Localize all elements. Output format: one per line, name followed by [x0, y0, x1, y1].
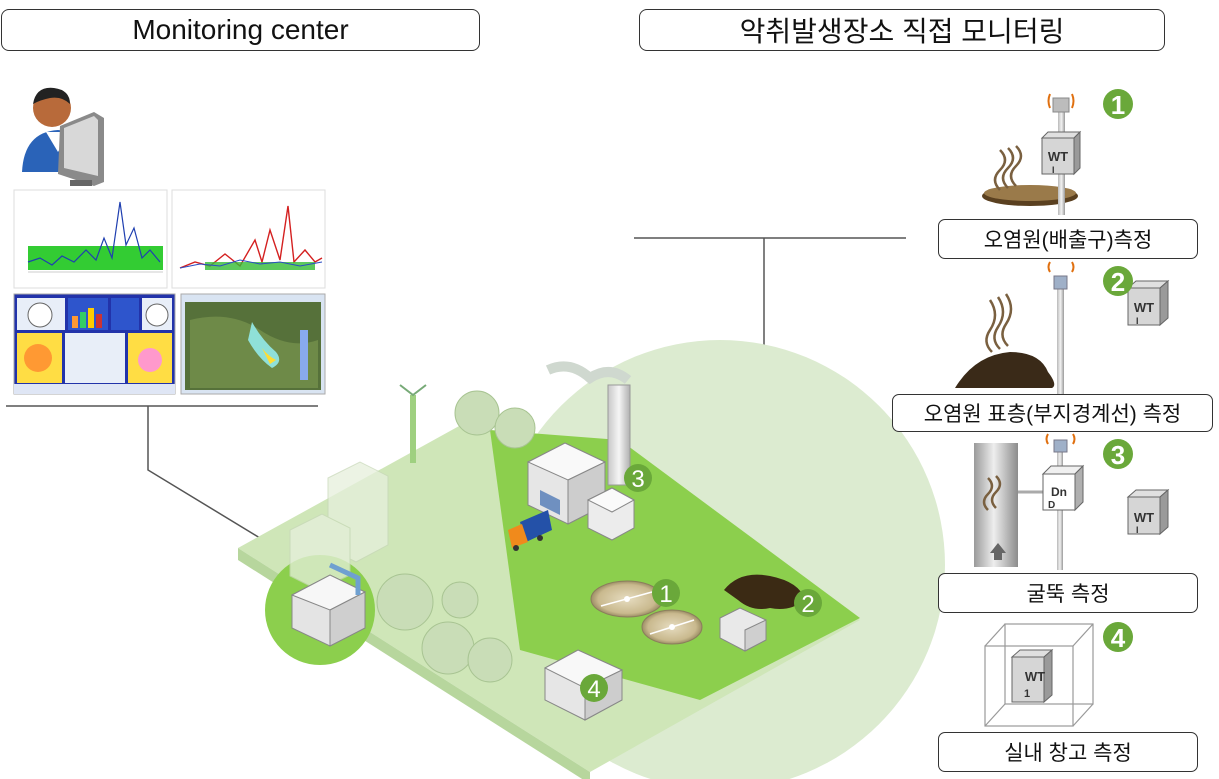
site-marker-4: 4	[580, 674, 608, 703]
dn-device-3-label: Dn	[1051, 485, 1067, 499]
marker-right-3: 3	[1103, 439, 1133, 470]
wt-device-4: WT 1	[1010, 648, 1054, 704]
truck-icon	[508, 510, 552, 551]
wt-device-1-sub: I	[1052, 165, 1055, 175]
settling-tanks	[590, 580, 703, 645]
wt-device-3-sub: I	[1136, 525, 1139, 535]
wt-device-1-label: WT	[1048, 149, 1068, 164]
material-pile	[724, 574, 805, 609]
marker-right-1: 1	[1103, 89, 1133, 120]
surface-illustration	[955, 261, 1075, 400]
wt-device-1: WT I	[1040, 130, 1082, 176]
site-marker-3-number: 3	[631, 466, 644, 493]
trees	[376, 390, 536, 683]
left-factory	[290, 562, 367, 647]
onsite-monitoring-title: 악취발생장소 직접 모니터링	[639, 9, 1165, 51]
chimney	[545, 361, 632, 486]
dashboard-thumbnail	[13, 293, 176, 395]
monitoring-center-title: Monitoring center	[1, 9, 480, 51]
wt-device-3-label: WT	[1134, 510, 1154, 525]
marker-right-2: 2	[1103, 266, 1133, 297]
site-marker-1-number: 1	[659, 581, 672, 608]
operator-icon	[22, 87, 104, 186]
map-thumbnail	[180, 293, 326, 395]
wt-device-2: WT I	[1126, 279, 1170, 327]
marker-right-4-number: 4	[1111, 623, 1126, 653]
site-marker-4-number: 4	[587, 676, 600, 703]
site-marker-3: 3	[624, 464, 652, 493]
wt-device-4-label: WT	[1025, 669, 1045, 684]
tower-icon	[399, 384, 427, 463]
dn-device-3: Dn D	[1041, 464, 1085, 512]
site-marker-2-number: 2	[801, 591, 814, 618]
wt-device-3: WT I	[1126, 488, 1170, 536]
marker-right-3-number: 3	[1111, 440, 1125, 470]
small-building	[719, 607, 767, 652]
marker-right-1-number: 1	[1111, 90, 1125, 120]
chart-thumbnail-1	[13, 189, 168, 289]
main-factory	[526, 442, 636, 541]
dn-device-3-sub: D	[1048, 500, 1055, 511]
warehouse-cube-illustration	[984, 623, 1094, 727]
connection-lines	[6, 237, 906, 556]
marker-right-4: 4	[1103, 622, 1133, 653]
wt-device-2-label: WT	[1134, 300, 1154, 315]
pale-buildings	[289, 461, 389, 591]
measurement-label-outlet: 오염원(배출구)측정	[938, 219, 1198, 259]
measurement-label-indoor: 실내 창고 측정	[938, 732, 1198, 772]
site-marker-1: 1	[652, 579, 680, 608]
measurement-label-surface: 오염원 표층(부지경계선) 측정	[892, 394, 1213, 432]
wt-device-4-sub: 1	[1024, 688, 1030, 700]
chart-thumbnail-2	[171, 189, 326, 289]
site-marker-2: 2	[794, 589, 822, 618]
marker-right-2-number: 2	[1111, 267, 1125, 297]
measurement-label-stack: 굴뚝 측정	[938, 573, 1198, 613]
wt-device-2-sub: I	[1136, 316, 1139, 326]
